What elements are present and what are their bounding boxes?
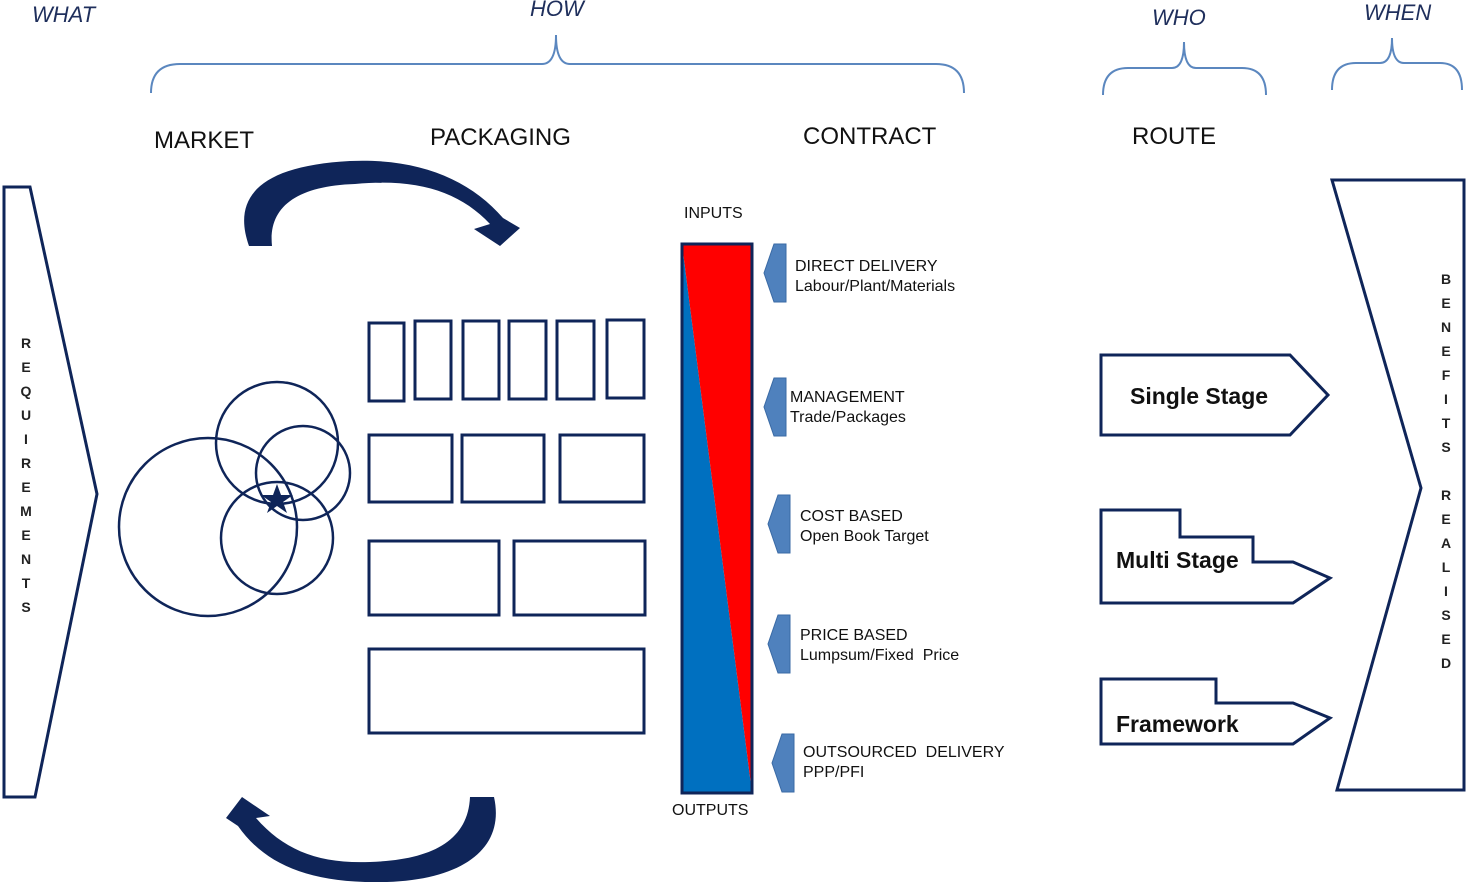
- requirements-letter: R: [21, 335, 31, 351]
- package-box: [367, 433, 454, 504]
- requirements-letter: E: [21, 527, 30, 543]
- contract-bar-outline: [680, 242, 754, 795]
- contract-type-chevron-icon: [763, 377, 787, 437]
- benefits-letter: R: [1441, 487, 1451, 503]
- benefits-letter: A: [1441, 535, 1451, 551]
- contract-type-title: MANAGEMENT: [790, 389, 905, 406]
- route-multi-stage: Multi Stage: [1116, 547, 1239, 573]
- requirements-letter: I: [24, 431, 28, 447]
- contract-type-chevron-icon: [767, 614, 791, 674]
- header-how: HOW: [530, 0, 586, 21]
- package-box: [605, 318, 646, 400]
- section-packaging: PACKAGING: [430, 124, 571, 151]
- requirements-letter: M: [20, 503, 32, 519]
- route-framework: Framework: [1116, 711, 1239, 737]
- benefits-letter: L: [1442, 559, 1451, 575]
- requirements-letter: R: [21, 455, 31, 471]
- brace-how: [150, 34, 965, 94]
- contract-type-subtitle: Trade/Packages: [790, 409, 906, 426]
- benefits-letter: S: [1441, 607, 1450, 623]
- benefits-realised-shape: [1330, 178, 1466, 792]
- package-box: [460, 433, 546, 504]
- brace-who: [1102, 41, 1267, 96]
- benefits-letter: N: [1441, 319, 1451, 335]
- requirements-letter: E: [21, 479, 30, 495]
- contract-type-chevron-icon: [771, 733, 795, 793]
- benefits-letter: E: [1441, 343, 1450, 359]
- package-box: [461, 319, 501, 401]
- cycle-arrow-bottom: [226, 797, 496, 882]
- packaging-grid: [367, 318, 647, 735]
- header-what: WHAT: [32, 2, 97, 27]
- requirements-letter: S: [21, 599, 30, 615]
- brace-when: [1331, 37, 1463, 91]
- contract-type-title: PRICE BASED: [800, 627, 908, 644]
- benefits-letter: E: [1441, 631, 1450, 647]
- route-single-stage: Single Stage: [1130, 383, 1268, 409]
- contract-type-chevron-icon: [763, 243, 787, 303]
- contract-type-title: OUTSOURCED DELIVERY: [803, 744, 1005, 761]
- cycle-arrow-top: [244, 160, 520, 246]
- header-who: WHO: [1152, 5, 1206, 30]
- section-contract: CONTRACT: [803, 123, 937, 150]
- benefits-letter: E: [1441, 511, 1450, 527]
- contract-type-title: COST BASED: [800, 508, 903, 525]
- benefits-letter: S: [1441, 439, 1450, 455]
- market-circle-large: [117, 436, 299, 618]
- requirements-letter: Q: [21, 383, 32, 399]
- contract-inputs-label: INPUTS: [684, 205, 743, 222]
- package-box: [367, 539, 501, 617]
- package-box: [558, 433, 646, 504]
- contract-type-subtitle: Labour/Plant/Materials: [795, 278, 955, 295]
- market-circle-right: [254, 424, 352, 522]
- benefits-letter: B: [1441, 271, 1451, 287]
- header-when: WHEN: [1364, 0, 1431, 25]
- package-box: [555, 319, 596, 401]
- requirements-letter: T: [22, 575, 31, 591]
- benefits-letter: F: [1442, 367, 1451, 383]
- section-route: ROUTE: [1132, 123, 1216, 150]
- benefits-letter: D: [1441, 655, 1451, 671]
- contract-outputs-label: OUTPUTS: [672, 802, 748, 819]
- benefits-letter: E: [1441, 295, 1450, 311]
- route-framework-shape: [1099, 677, 1334, 746]
- package-box: [367, 647, 646, 735]
- market-circle-bottom: [219, 480, 335, 596]
- contract-type-subtitle: PPP/PFI: [803, 764, 864, 781]
- route-single-stage-shape: [1099, 353, 1331, 437]
- contract-type-chevron-icon: [767, 494, 791, 554]
- contract-bar-inputs: [682, 244, 752, 793]
- package-box: [512, 539, 647, 617]
- requirements-letter: N: [21, 551, 31, 567]
- contract-type-subtitle: Lumpsum/Fixed Price: [800, 647, 959, 664]
- contract-type-list: DIRECT DELIVERY Labour/Plant/MaterialsMAN…: [763, 243, 1005, 793]
- contract-bar: [680, 242, 754, 795]
- benefits-letter: I: [1444, 391, 1448, 407]
- benefits-letter: T: [1442, 415, 1451, 431]
- contract-type-subtitle: Open Book Target: [800, 528, 929, 545]
- contract-type-title: DIRECT DELIVERY: [795, 258, 938, 275]
- requirements-letter: E: [21, 359, 30, 375]
- route-multi-stage-shape: [1099, 508, 1334, 605]
- package-box: [367, 321, 406, 403]
- benefits-letter: I: [1444, 583, 1448, 599]
- section-market: MARKET: [154, 127, 254, 154]
- requirements-letter: U: [21, 407, 31, 423]
- package-box: [507, 319, 548, 401]
- market-star-icon: [261, 484, 293, 513]
- package-box: [413, 319, 453, 401]
- requirements-shape: [2, 185, 99, 799]
